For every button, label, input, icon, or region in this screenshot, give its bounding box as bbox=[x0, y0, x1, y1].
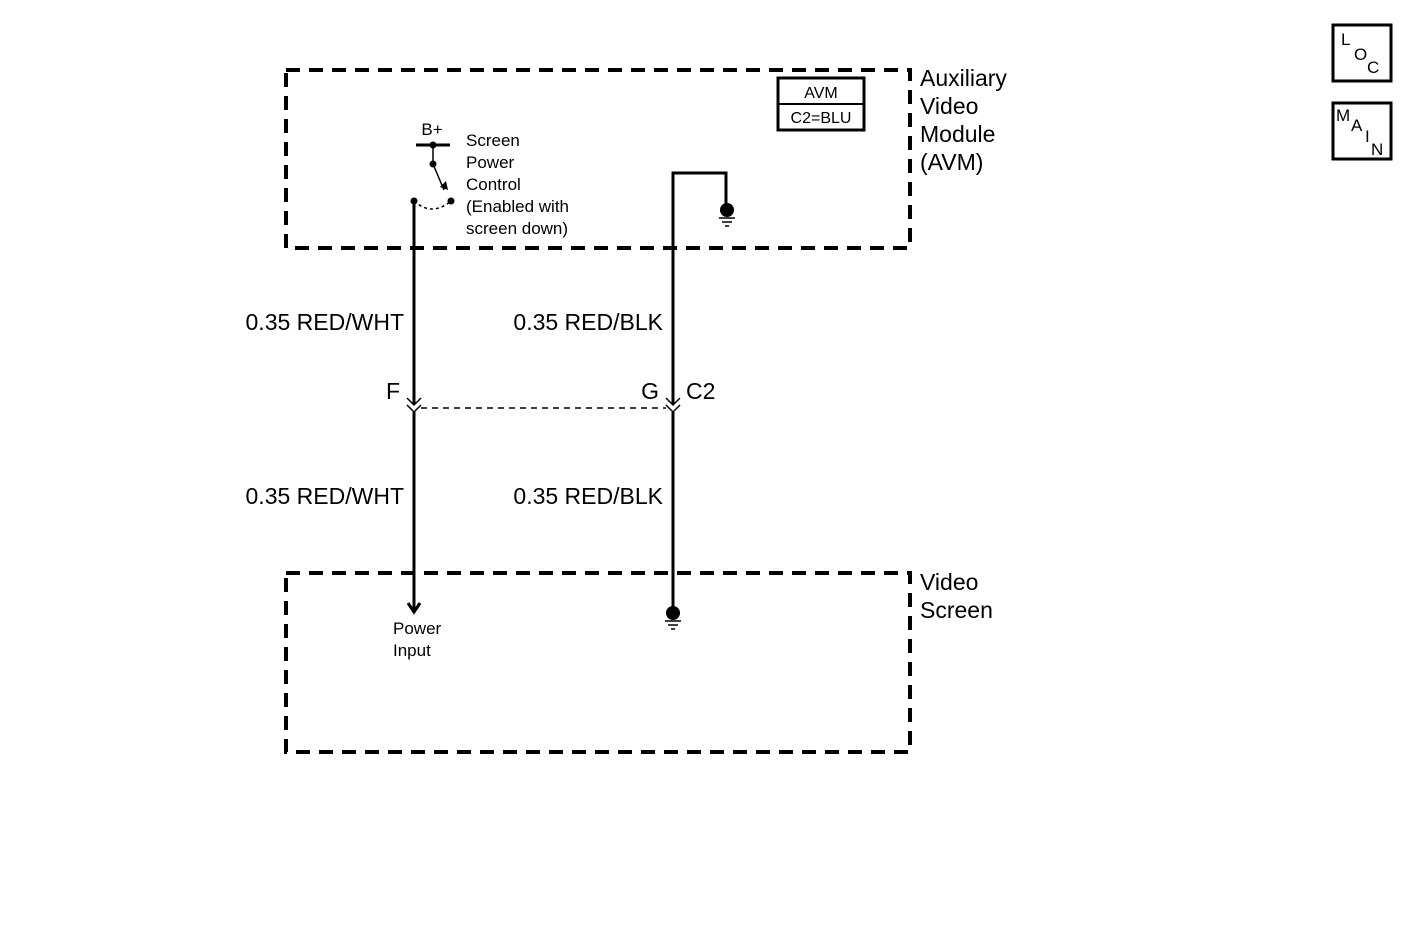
avm-module-box bbox=[284, 68, 912, 250]
connector-id-label: C2 bbox=[686, 378, 715, 404]
wire-red-blk-upper bbox=[671, 171, 728, 404]
wire-label-left-upper: 0.35 RED/WHT bbox=[246, 309, 404, 335]
svg-text:C: C bbox=[1367, 58, 1379, 77]
main-nav-button[interactable]: M A I N bbox=[1331, 101, 1393, 161]
connector-c2 bbox=[406, 397, 681, 414]
avm-connector-color: C2=BLU bbox=[791, 110, 852, 127]
avm-module-name: Auxiliary Video Module (AVM) bbox=[920, 65, 1013, 175]
svg-text:I: I bbox=[1365, 127, 1370, 146]
power-input-arrow bbox=[406, 602, 422, 615]
avm-connector-name: AVM bbox=[804, 85, 837, 102]
svg-text:L: L bbox=[1341, 30, 1350, 49]
svg-text:A: A bbox=[1351, 116, 1363, 135]
power-input-label: Power Input bbox=[393, 619, 446, 660]
video-screen-name: Video Screen bbox=[920, 569, 993, 623]
wire-label-left-lower: 0.35 RED/WHT bbox=[246, 483, 404, 509]
svg-text:O: O bbox=[1354, 45, 1367, 64]
loc-nav-button[interactable]: L O C bbox=[1331, 23, 1393, 83]
b-plus-label: B+ bbox=[421, 120, 442, 139]
pin-g-label: G bbox=[641, 378, 659, 404]
screen-ground-icon bbox=[665, 606, 681, 630]
switch-label: Screen Power Control (Enabled with scree… bbox=[466, 131, 574, 238]
svg-text:M: M bbox=[1336, 106, 1350, 125]
screen-power-switch: B+ bbox=[410, 120, 455, 210]
pin-f-label: F bbox=[386, 378, 400, 404]
wire-label-right-upper: 0.35 RED/BLK bbox=[513, 309, 663, 335]
wire-label-right-lower: 0.35 RED/BLK bbox=[513, 483, 663, 509]
svg-text:N: N bbox=[1371, 140, 1383, 159]
avm-ground-icon bbox=[719, 203, 735, 227]
avm-connector-label: AVM C2=BLU bbox=[776, 76, 866, 132]
video-screen-box bbox=[284, 571, 912, 754]
